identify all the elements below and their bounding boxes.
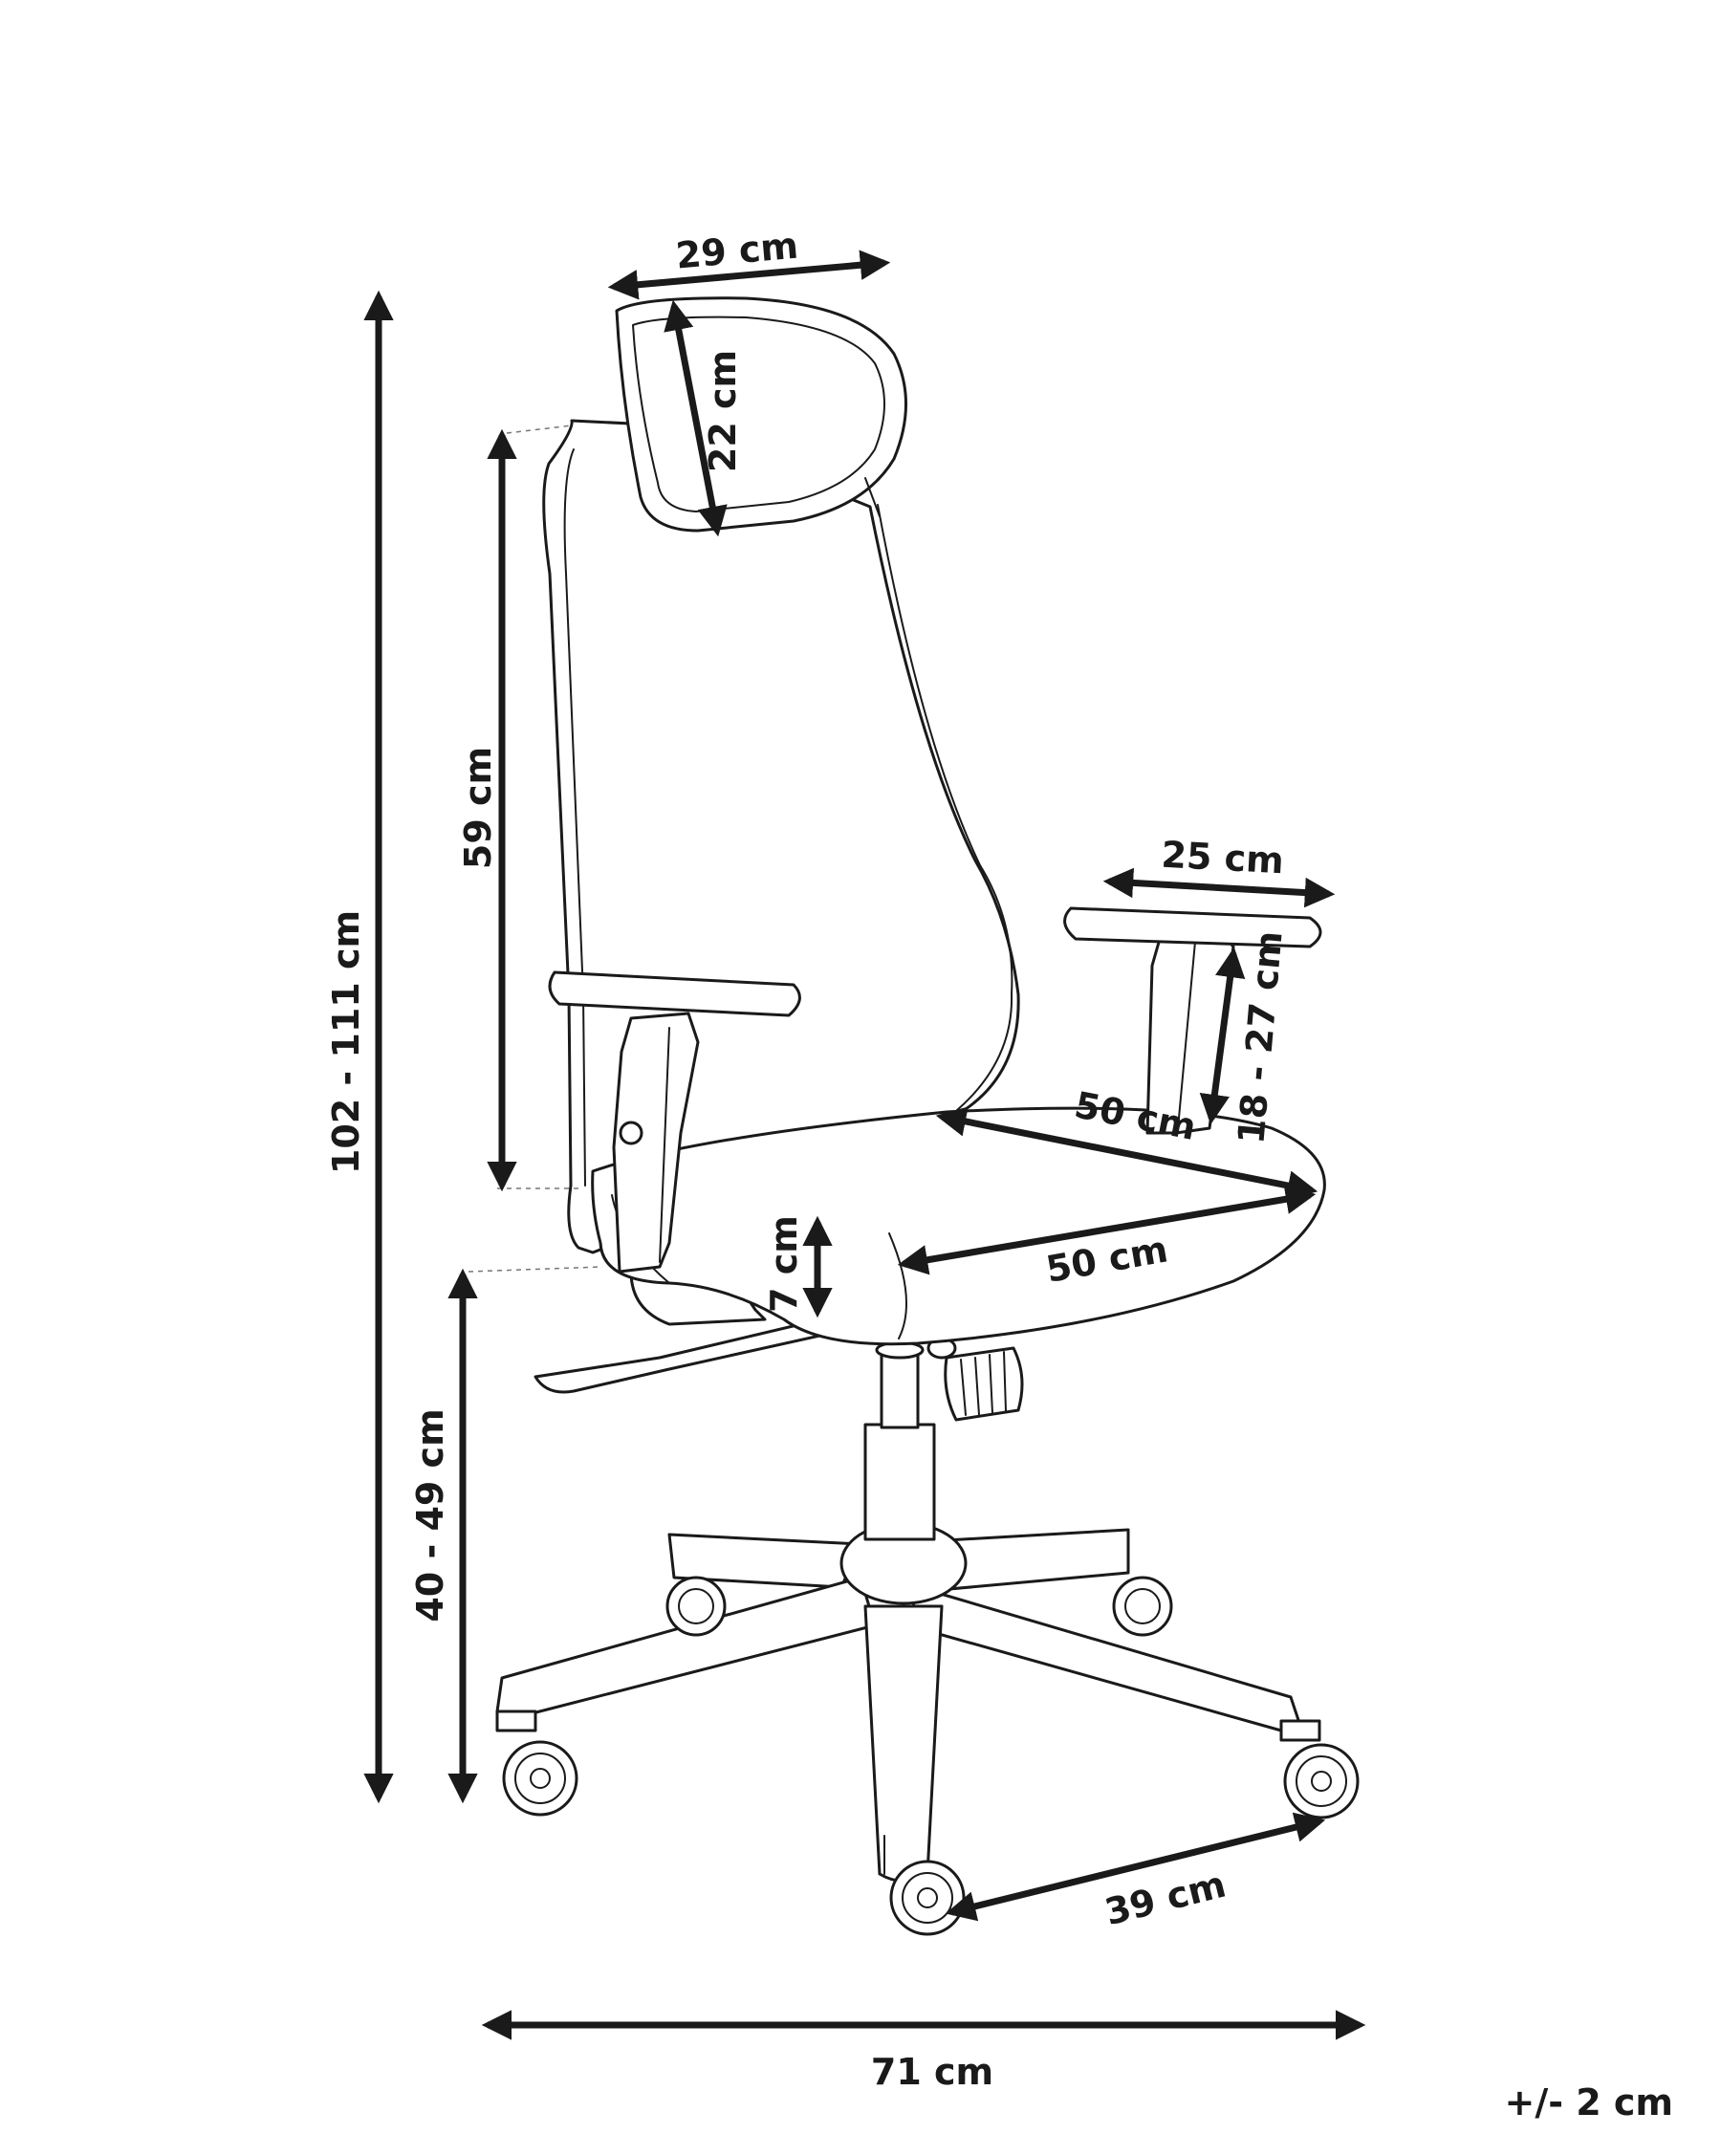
base-leg-front-right	[906, 1585, 1302, 1732]
seat-width-arrow	[897, 1184, 1317, 1275]
armrest-width-arrow	[1102, 867, 1336, 908]
caster-front-right	[1279, 1719, 1360, 1819]
armrest-width-label: 25 cm	[1160, 834, 1284, 882]
caster-front-left	[495, 1710, 578, 1817]
caster-back-left	[665, 1576, 727, 1637]
chair-illustration	[468, 296, 1360, 1936]
armrest-adjust-button	[619, 1121, 643, 1145]
seat-thickness-label: 7 cm	[763, 1215, 805, 1313]
height-lever	[534, 1313, 843, 1394]
dimension-arrows	[363, 250, 1366, 2040]
guide-backrest-top	[506, 425, 573, 434]
cylinder-cover	[863, 1423, 936, 1541]
seat-depth-arrow	[935, 1106, 1318, 1201]
headrest-height-arrow	[664, 299, 728, 537]
tolerance-note: +/- 2 cm	[1504, 2081, 1673, 2123]
base-width-label: 71 cm	[871, 2051, 993, 2093]
tilt-knob	[926, 1337, 1024, 1422]
headrest-height-label: 22 cm	[702, 350, 744, 472]
caster-back-right	[1112, 1576, 1173, 1637]
armrest-left-pad	[548, 970, 801, 1017]
leg-length-arrow	[945, 1812, 1326, 1922]
guide-seat-height	[468, 1266, 603, 1273]
seat-height-label: 40 - 49 cm	[409, 1408, 451, 1622]
caster-front	[889, 1860, 966, 1936]
backrest-height-label: 59 cm	[457, 747, 499, 869]
armrest-height-label: 18 - 27 cm	[1230, 929, 1290, 1145]
headrest	[615, 296, 907, 533]
armrest-right-pad	[1063, 906, 1322, 948]
armrest-height-arrow	[1199, 947, 1246, 1125]
base-leg-front	[863, 1604, 944, 1883]
chair-base	[495, 1521, 1302, 1883]
cylinder-shaft	[880, 1351, 920, 1429]
armrest-left	[548, 970, 801, 1274]
gas-cylinder	[863, 1340, 936, 1541]
headrest-width-arrow	[607, 250, 891, 300]
total-height-label: 102 - 111 cm	[325, 910, 367, 1174]
